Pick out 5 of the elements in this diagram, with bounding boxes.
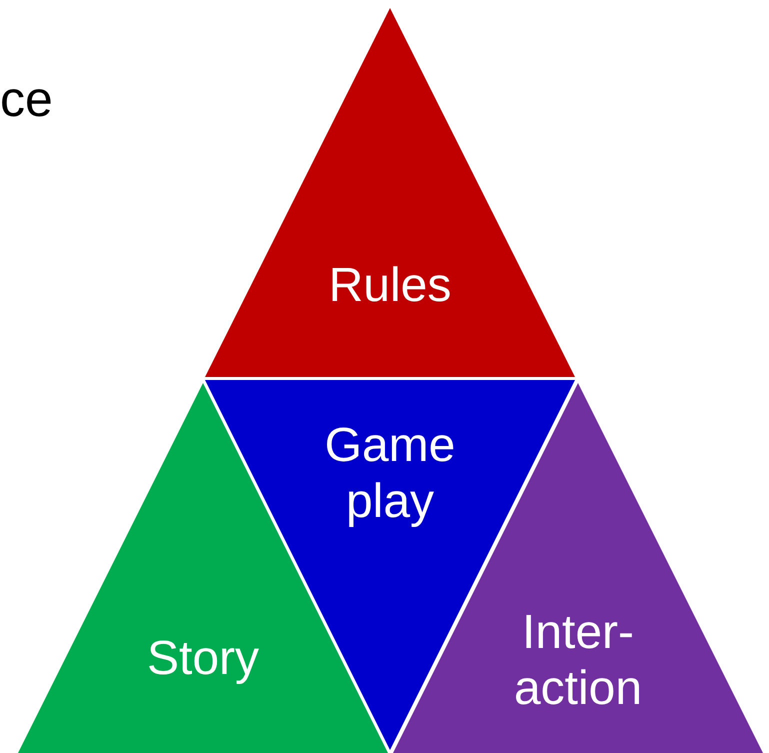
segment-label: Inter- action — [512, 605, 644, 717]
heading-fragment: ce — [0, 70, 53, 128]
segment-label: Game play — [324, 418, 456, 530]
segment-label: Rules — [328, 258, 452, 314]
segment-label: Story — [146, 631, 260, 687]
